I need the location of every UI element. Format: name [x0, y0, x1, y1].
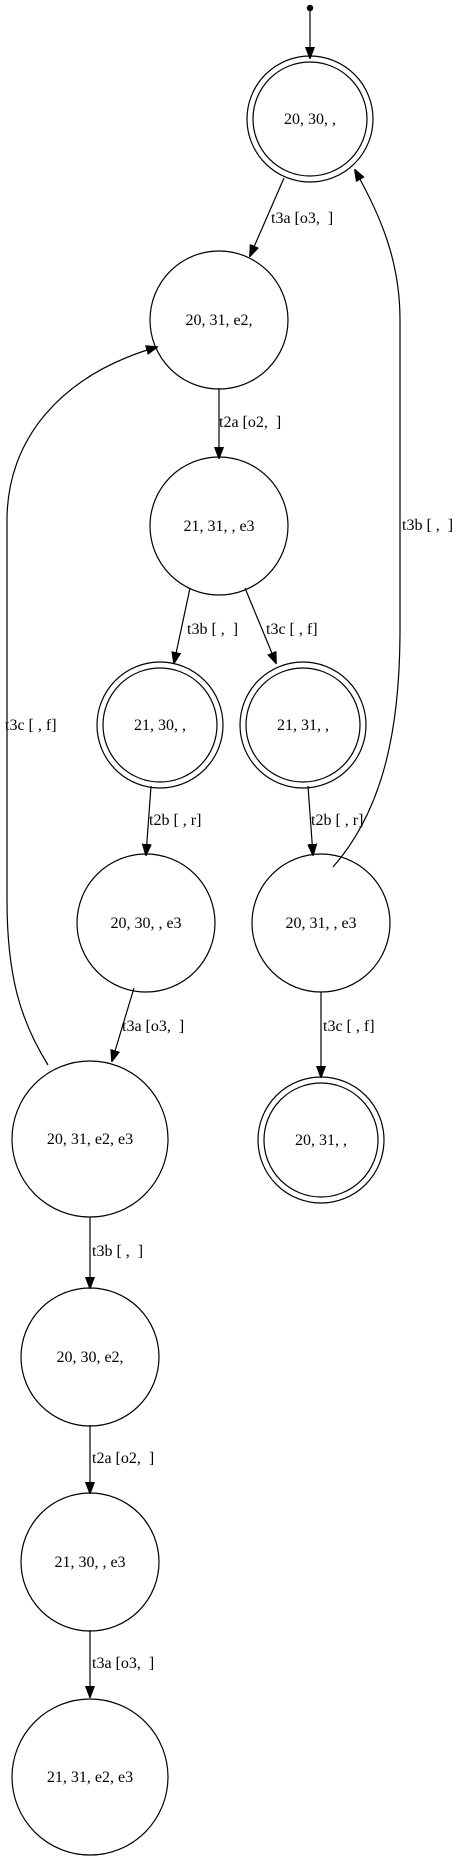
edge-label-n3-to-n5: t2b [ , r] — [149, 812, 201, 829]
edge-label-n4-to-n6: t2b [ , r] — [311, 812, 363, 829]
start-dot — [306, 4, 314, 12]
state-node-label: 21, 30, , e3 — [54, 1554, 125, 1571]
state-node-n11: 21, 31, e2, e3 — [11, 1698, 169, 1856]
nodes: 20, 30, , 20, 31, e2, 21, 31, , e3 21, 3… — [11, 55, 391, 1856]
edge-n2-to-n3 — [174, 587, 191, 663]
state-node-label: 21, 31, , — [277, 717, 329, 734]
state-node-label: 20, 31, , e3 — [285, 915, 356, 932]
state-node-label: 21, 31, , e3 — [183, 518, 254, 535]
state-node-n3: 21, 30, , — [96, 661, 224, 789]
edge-n2-to-n4 — [244, 587, 276, 663]
edge-n7-to-n1 — [6, 347, 157, 1066]
state-node-n4: 21, 31, , — [239, 661, 367, 789]
state-node-n2: 21, 31, , e3 — [149, 456, 289, 596]
state-node-label: 21, 31, e2, e3 — [47, 1769, 133, 1786]
edge-n3-to-n5 — [146, 785, 151, 855]
edge-n5-to-n7 — [112, 987, 135, 1061]
edges: t3a [o3, ] t2a [o2, ] t3b [ , ] t3c [ , … — [5, 11, 453, 1697]
state-node-label: 20, 30, , e3 — [110, 915, 181, 932]
edge-label-n1-to-n2: t2a [o2, ] — [219, 414, 281, 431]
edge-label-n6-to-n0: t3b [ , ] — [402, 517, 453, 534]
state-node-label: 20, 30, e2, — [56, 1349, 123, 1366]
state-node-label: 20, 31, e2, — [185, 312, 252, 329]
edge-n6-to-n0 — [332, 170, 401, 868]
state-node-n6: 20, 31, , e3 — [251, 853, 391, 993]
edge-label-n5-to-n7: t3a [o3, ] — [122, 1018, 184, 1035]
state-node-label: 20, 30, , — [284, 111, 336, 128]
state-node-n7: 20, 31, e2, e3 — [11, 1060, 169, 1218]
edge-label-n6-to-n8: t3c [ , f] — [323, 1018, 375, 1035]
edge-label-n7-to-n9: t3b [ , ] — [92, 1243, 143, 1260]
state-node-n10: 21, 30, , e3 — [20, 1492, 160, 1632]
state-node-label: 21, 30, , — [134, 717, 186, 734]
state-node-n1: 20, 31, e2, — [149, 250, 289, 390]
edge-label-n9-to-n10: t2a [o2, ] — [92, 1450, 154, 1467]
state-node-label: 20, 31, , — [295, 1132, 347, 1149]
state-node-n8: 20, 31, , — [257, 1076, 385, 1204]
state-node-n0: 20, 30, , — [246, 55, 374, 183]
edge-label-n2-to-n3: t3b [ , ] — [187, 621, 238, 638]
state-node-n9: 20, 30, e2, — [20, 1287, 160, 1427]
edge-label-n0-to-n1: t3a [o3, ] — [271, 210, 333, 227]
edge-label-n10-to-n11: t3a [o3, ] — [92, 1655, 154, 1672]
edge-label-n7-to-n1: t3c [ , f] — [5, 717, 57, 734]
state-node-n5: 20, 30, , e3 — [76, 853, 216, 993]
edge-n4-to-n6 — [308, 785, 313, 855]
edge-label-n2-to-n4: t3c [ , f] — [266, 621, 318, 638]
edge-n0-to-n1 — [250, 177, 285, 256]
state-node-label: 20, 31, e2, e3 — [47, 1131, 133, 1148]
